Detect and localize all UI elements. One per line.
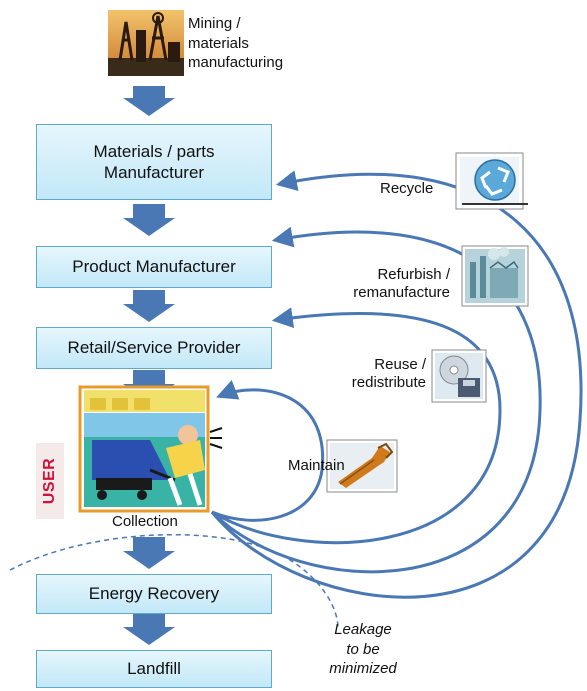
landfill-box: Landfill <box>36 650 272 688</box>
flow-arrow-3 <box>123 290 175 322</box>
retail-box-label: Retail/Service Provider <box>67 338 241 358</box>
reuse-label-line1: Reuse / <box>374 356 426 373</box>
refurbish-label-line1: Refurbish / <box>377 266 450 283</box>
flow-arrow-5 <box>123 537 175 569</box>
retail-service-provider-box: Retail/Service Provider <box>36 327 272 369</box>
leakage-label: Leakage to be minimized <box>318 620 408 679</box>
energy-recovery-box: Energy Recovery <box>36 574 272 614</box>
maintain-loop <box>211 380 325 522</box>
product-manufacturer-box: Product Manufacturer <box>36 246 272 288</box>
leakage-line3: minimized <box>329 660 397 677</box>
collection-label: Collection <box>112 513 178 530</box>
mining-label: Mining / materials manufacturing <box>188 14 283 73</box>
flow-arrow-1 <box>123 86 175 116</box>
factory-icon <box>461 245 529 307</box>
leakage-line1: Leakage <box>334 621 392 638</box>
wrench-icon <box>326 439 398 493</box>
reuse-label-line2: redistribute <box>351 374 426 392</box>
materials-box-line2: Manufacturer <box>103 163 205 182</box>
product-box-label: Product Manufacturer <box>72 257 236 277</box>
user-worker-icon <box>78 385 223 513</box>
refurbish-loop <box>210 226 542 574</box>
reuse-label: Reuse / redistribute <box>330 356 426 393</box>
materials-box-line1: Materials / parts <box>93 141 215 161</box>
user-tag: USER <box>36 443 64 519</box>
mining-label-line2: materials <box>188 34 249 52</box>
recycle-label: Recycle <box>380 180 434 197</box>
leakage-line2: to be <box>346 640 380 658</box>
flow-arrow-2 <box>123 204 175 236</box>
maintain-label: Maintain <box>288 457 345 474</box>
user-label: USER <box>41 457 59 505</box>
mining-label-line3: manufacturing <box>188 54 284 71</box>
materials-parts-manufacturer-box: Materials / parts Manufacturer <box>36 124 272 200</box>
recycle-icon <box>455 152 528 210</box>
reuse-loop <box>211 307 502 545</box>
disk-icon <box>431 349 487 403</box>
flow-arrow-6 <box>123 613 175 645</box>
mining-icon <box>108 10 184 76</box>
energy-box-label: Energy Recovery <box>88 584 220 604</box>
refurbish-label-line2: remanufacture <box>353 284 450 302</box>
landfill-box-label: Landfill <box>127 659 181 679</box>
refurbish-label: Refurbish / remanufacture <box>346 266 450 303</box>
mining-label-line1: Mining / <box>188 15 241 32</box>
leakage-boundary <box>9 533 339 629</box>
